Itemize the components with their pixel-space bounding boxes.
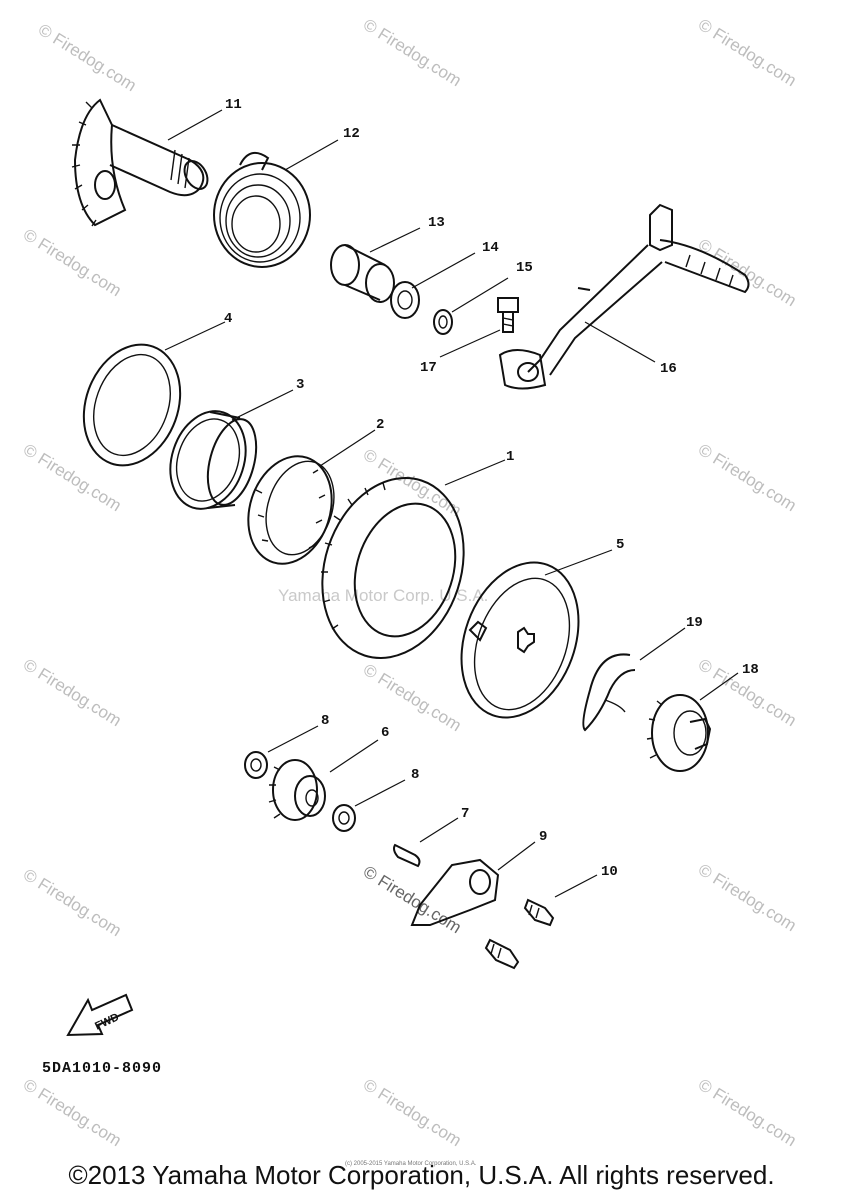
callout-5: 5 (616, 537, 624, 553)
callouts: 11 12 13 14 15 17 16 4 3 2 1 5 19 18 8 6… (224, 97, 759, 880)
callout-8-lower: 8 (411, 767, 419, 783)
callout-2: 2 (376, 417, 384, 433)
part-4-plate-washer (82, 343, 182, 467)
fine-print: (c) 2005-2015 Yamaha Motor Corporation, … (345, 1161, 477, 1167)
callout-14: 14 (482, 240, 499, 256)
part-11-kick-axle (71, 98, 209, 227)
diagram-code: 5DA1010-8090 (42, 1060, 163, 1077)
part-9-stopper-plate (410, 858, 500, 926)
part-17-bolt (497, 297, 519, 333)
copyright-notice: ©2013 Yamaha Motor Corporation, U.S.A. A… (68, 1160, 775, 1190)
part-6-idler-gear (268, 759, 326, 821)
callout-16: 16 (660, 361, 677, 377)
callout-4: 4 (224, 311, 232, 327)
callout-1: 1 (506, 449, 514, 465)
callout-7: 7 (461, 806, 469, 822)
part-2-needle-bearing (247, 455, 335, 565)
leader-lines (164, 109, 739, 898)
callout-12: 12 (343, 126, 360, 142)
part-8-washer-upper (244, 751, 268, 779)
fwd-arrow-icon: FWD (66, 993, 134, 1037)
center-watermark: Yamaha Motor Corp. U.S.A. (278, 586, 489, 605)
part-1-ratchet-wheel (321, 477, 465, 659)
callout-10: 10 (601, 864, 618, 880)
part-8-washer-lower (332, 804, 356, 832)
callout-9: 9 (539, 829, 547, 845)
callout-18: 18 (742, 662, 759, 678)
callout-19: 19 (686, 615, 703, 631)
callout-17: 17 (420, 360, 437, 376)
part-10-bolt-upper (523, 898, 555, 927)
part-7-dowel-pin (393, 843, 421, 868)
fwd-label: FWD (93, 1011, 121, 1032)
callout-8-upper: 8 (321, 713, 329, 729)
part-5-ratchet-plate (460, 561, 580, 719)
part-15-circlip (433, 309, 453, 335)
part-18-gear (646, 694, 712, 772)
callout-3: 3 (296, 377, 304, 393)
part-16-kick-crank (498, 203, 750, 390)
part-19-spring-clip (582, 653, 636, 732)
part-12-torsion-spring (213, 151, 311, 268)
part-14-washer (390, 281, 420, 319)
callout-11: 11 (225, 97, 242, 113)
callout-15: 15 (516, 260, 533, 276)
callout-13: 13 (428, 215, 445, 231)
part-13-collar (330, 244, 395, 303)
callout-6: 6 (381, 725, 389, 741)
part-10-bolt-lower (484, 938, 520, 970)
part-3-bearing-race (169, 410, 258, 510)
